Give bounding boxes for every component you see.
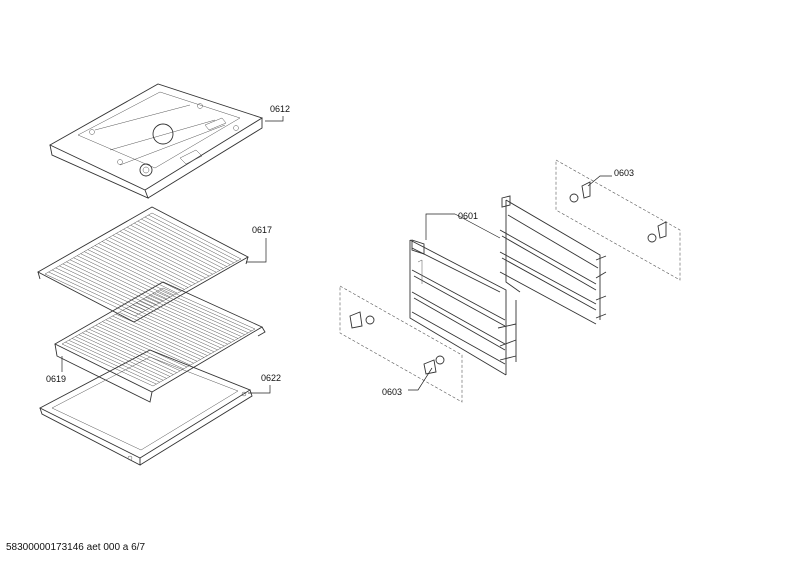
leader-0622 xyxy=(248,385,271,394)
part-label-0617: 0617 xyxy=(252,225,272,235)
shelf-rod xyxy=(122,310,215,353)
shelf-rod xyxy=(152,293,245,335)
shelf-rod xyxy=(109,317,201,360)
shelf-rod xyxy=(129,306,222,349)
leader-0601 xyxy=(425,213,501,240)
shelf-rod xyxy=(115,313,208,356)
part-0603-lower-clips xyxy=(339,285,463,403)
shelf-rod xyxy=(87,249,178,294)
shelf-rod xyxy=(148,214,238,262)
shelf-rod xyxy=(141,218,231,265)
shelf-rod xyxy=(84,251,174,296)
shelf-rod xyxy=(52,269,143,313)
shelf-rod xyxy=(137,220,227,267)
shelf-rod xyxy=(123,229,213,275)
part-0601-left-rail-rack xyxy=(409,239,517,376)
shelf-rod xyxy=(98,243,189,288)
shelf-rod xyxy=(88,328,181,372)
shelf-rod xyxy=(130,224,220,271)
shelf-rod xyxy=(105,239,196,284)
shelf-rod xyxy=(159,289,252,332)
shelf-rod xyxy=(102,321,194,364)
shelf-rod xyxy=(71,338,164,381)
document-code: 58300000173146 aet 000 a 6/7 xyxy=(6,542,146,553)
shelf-rod xyxy=(91,247,182,292)
shelf-rod xyxy=(112,315,205,358)
shelf-rod xyxy=(134,222,224,269)
shelf-rod xyxy=(135,302,228,345)
shelf-rod xyxy=(119,312,211,354)
shelf-rod xyxy=(59,265,150,309)
shelf-rod xyxy=(73,257,164,302)
shelf-rod xyxy=(75,336,167,379)
shelf-rod xyxy=(142,298,235,341)
leader-0603-upper xyxy=(587,175,612,187)
shelf-rod xyxy=(62,263,153,307)
shelf-rod xyxy=(80,253,171,298)
shelf-rod xyxy=(92,326,184,370)
part-0622-baking-tray xyxy=(39,349,253,466)
leader-0603-lower xyxy=(408,367,433,391)
part-label-0622: 0622 xyxy=(261,373,281,383)
part-0612-bottom-plate xyxy=(49,83,264,199)
shelf-rod xyxy=(85,330,177,373)
part-label-0619: 0619 xyxy=(46,374,66,384)
shelf-rod xyxy=(82,332,174,375)
leader-0617 xyxy=(246,238,267,263)
shelf-rod xyxy=(95,325,188,368)
part-label-0603-upper: 0603 xyxy=(614,168,634,178)
shelf-rod xyxy=(109,237,199,283)
shelf-rod xyxy=(149,295,242,337)
shelf-rod xyxy=(139,300,232,343)
shelf-rod xyxy=(125,308,218,351)
part-0619-wire-shelf xyxy=(54,281,266,403)
shelf-rod xyxy=(101,241,192,286)
part-0617-wire-shelf xyxy=(37,206,249,323)
shelf-rod xyxy=(116,233,206,279)
shelf-rod xyxy=(76,255,167,300)
shelf-rod xyxy=(69,259,160,303)
shelf-rod xyxy=(105,319,198,362)
shelf-rod xyxy=(66,261,157,305)
shelf-rod xyxy=(55,267,146,311)
right-rail-rack xyxy=(499,195,607,325)
shelf-rod xyxy=(78,334,171,377)
part-label-0612: 0612 xyxy=(270,104,290,114)
shelf-rod xyxy=(48,271,139,315)
shelf-rod xyxy=(94,245,185,290)
shelf-rod xyxy=(98,323,191,366)
shelf-rod xyxy=(65,341,157,385)
part-label-0601: 0601 xyxy=(458,211,478,221)
leader-0612 xyxy=(265,116,284,122)
shelf-rod xyxy=(68,340,160,383)
shelf-rod xyxy=(132,304,225,347)
shelf-rod xyxy=(146,297,239,339)
shelf-rod xyxy=(112,235,203,281)
part-0603-upper-clips xyxy=(555,159,681,281)
part-label-0603-lower: 0603 xyxy=(382,387,402,397)
shelf-rod xyxy=(156,291,249,334)
shelf-rod xyxy=(144,216,235,264)
shelf-rod xyxy=(126,227,217,273)
shelf-rod xyxy=(119,231,210,277)
